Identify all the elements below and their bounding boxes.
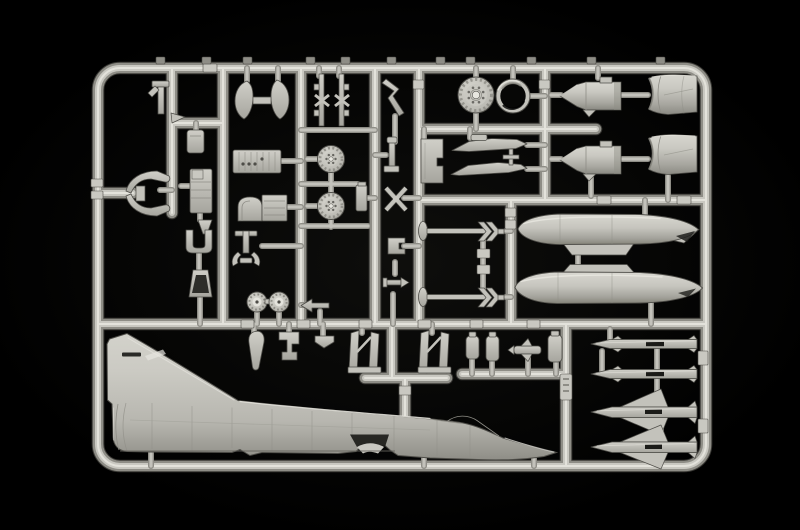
missiles [590,335,698,470]
main-wheel-2 [317,192,345,220]
nose-wheel-1 [246,291,268,313]
wheel-hub-disc [457,76,495,114]
engine-nacelle-1 [648,74,698,115]
engine-parts [559,74,698,182]
vertical-runner-tag [559,373,573,401]
windscreen-frame [188,269,213,298]
slender-missile-1 [590,335,698,353]
delta-fin-missile-2 [590,424,698,470]
gear-door [420,138,444,184]
fin-dart [382,277,410,288]
intake-lip-upper [125,170,171,194]
pod-bomb-1 [465,331,480,360]
hub-and-ring [457,76,531,114]
fuel-tank-2 [514,264,704,304]
ejection-seat [189,168,213,214]
cross-brace [383,186,409,212]
fuselage-strake-1 [451,134,528,152]
nose-wheel-2 [264,291,290,313]
stores-strip [248,330,563,374]
exhaust-ring [495,78,531,114]
embossed-number-tabs [90,63,709,434]
fuel-tank-1 [517,213,700,256]
intake-lip-lower [125,185,171,217]
pod-bomb-2 [485,331,500,362]
airbrake-petal-left [234,80,254,120]
gear-column [355,181,368,212]
canopy-teardrop [248,330,265,371]
fuel-tanks [514,213,704,304]
small-gear-leg [383,136,400,173]
instrument-console [261,194,288,222]
pitot-probe-1 [418,221,505,242]
instrument-hood [237,196,263,222]
fuselage-strake-2 [450,162,528,176]
winged-pod [507,338,542,362]
main-wheel-1 [317,145,345,173]
trim-dart [300,298,330,313]
pod-bomb-3 [547,330,563,363]
stepped-bracket [278,331,300,361]
pitot-probe-2 [418,287,505,308]
main-gear-strut-1 [313,73,330,127]
intake-cone-1 [559,76,622,118]
fuselage-panel-lines [129,403,471,457]
cockpit-and-gear-parts [125,73,410,313]
exhaust-details [113,402,128,452]
canopy-frame-fork [185,229,213,254]
probe-antenna [381,78,405,117]
intake-splitter-1 [347,330,382,374]
door-strakes-probes [418,134,528,308]
main-gear-strut-2 [334,73,350,127]
nose-gear-leg [147,80,186,124]
fuselage-half [106,332,559,461]
engine-nacelle-2 [648,134,698,175]
nose-gear-strut-anchor [231,230,261,267]
cross-fitting [502,148,520,166]
canopy-lines [429,415,555,453]
spine-highlight [239,400,431,420]
delta-fin-missile-1 [590,388,698,436]
wedge-plate [314,335,335,349]
airbrake-petal-right [252,79,290,120]
tail-fin-details [122,337,235,401]
intake-splitter-2 [417,330,452,374]
sprue-gate-nubs [155,56,666,65]
intake-cone-2 [559,140,622,182]
slender-missile-2 [590,365,698,383]
cockpit-tub [232,149,282,174]
actuator-box [186,129,205,154]
step-bracket [387,237,406,255]
